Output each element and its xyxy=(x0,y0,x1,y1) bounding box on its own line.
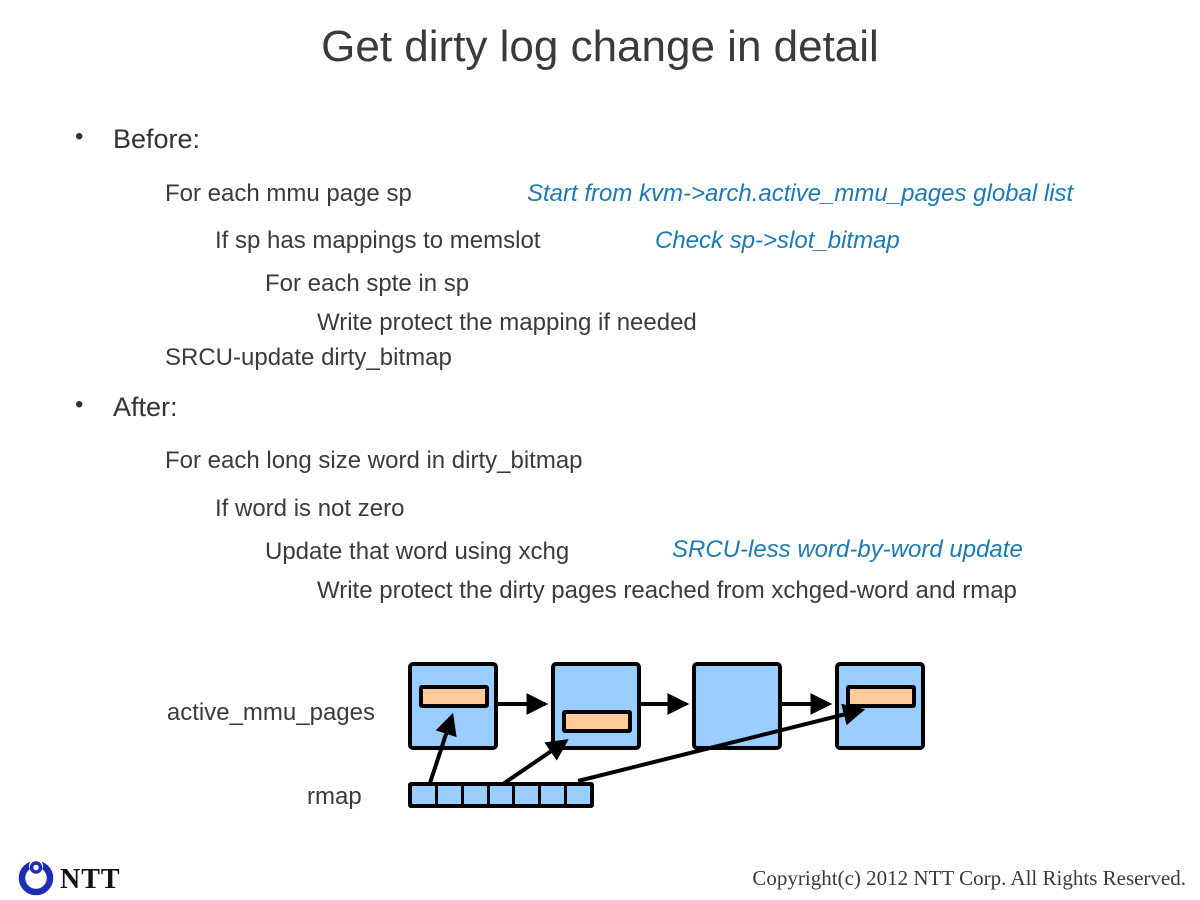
after-note-3: SRCU-less word-by-word update xyxy=(672,536,1023,563)
rmap-cell xyxy=(463,786,487,804)
before-note-1: Start from kvm->arch.active_mmu_pages gl… xyxy=(527,180,1074,207)
before-line-4: Write protect the mapping if needed xyxy=(317,309,697,336)
rmap-label: rmap xyxy=(307,783,362,810)
rmap-cell xyxy=(489,786,513,804)
rmap-cell xyxy=(515,786,539,804)
before-line-2: If sp has mappings to memslot xyxy=(215,227,541,254)
ntt-logo-text: NTT xyxy=(60,864,121,895)
rmap-cell xyxy=(541,786,565,804)
after-line-4: Write protect the dirty pages reached fr… xyxy=(317,577,1017,604)
rmap-cell xyxy=(437,786,461,804)
before-note-2: Check sp->slot_bitmap xyxy=(655,227,900,254)
before-line-3: For each spte in sp xyxy=(265,270,470,297)
after-line-1: For each long size word in dirty_bitmap xyxy=(165,447,583,474)
after-line-2: If word is not zero xyxy=(215,495,405,522)
before-line-5: SRCU-update dirty_bitmap xyxy=(165,344,452,371)
copyright-text: Copyright(c) 2012 NTT Corp. All Rights R… xyxy=(752,866,1186,890)
mmu-page-box-3 xyxy=(692,662,782,750)
rmap-array xyxy=(408,782,594,808)
after-line-3: Update that word using xchg xyxy=(265,538,570,565)
before-line-1: For each mmu page sp xyxy=(165,180,412,207)
slide-title: Get dirty log change in detail xyxy=(321,22,879,71)
after-heading: After: xyxy=(75,391,177,423)
mmu-page-box-2 xyxy=(551,662,641,750)
ntt-logo-icon xyxy=(18,859,54,896)
rmap-cell xyxy=(567,786,591,804)
rmap-cell xyxy=(412,786,435,804)
spte-bar-box-4 xyxy=(846,685,916,708)
before-heading: Before: xyxy=(75,123,200,155)
spte-bar-box-2 xyxy=(562,710,632,733)
spte-bar-box-1 xyxy=(419,685,489,708)
active-mmu-pages-label: active_mmu_pages xyxy=(166,699,375,726)
